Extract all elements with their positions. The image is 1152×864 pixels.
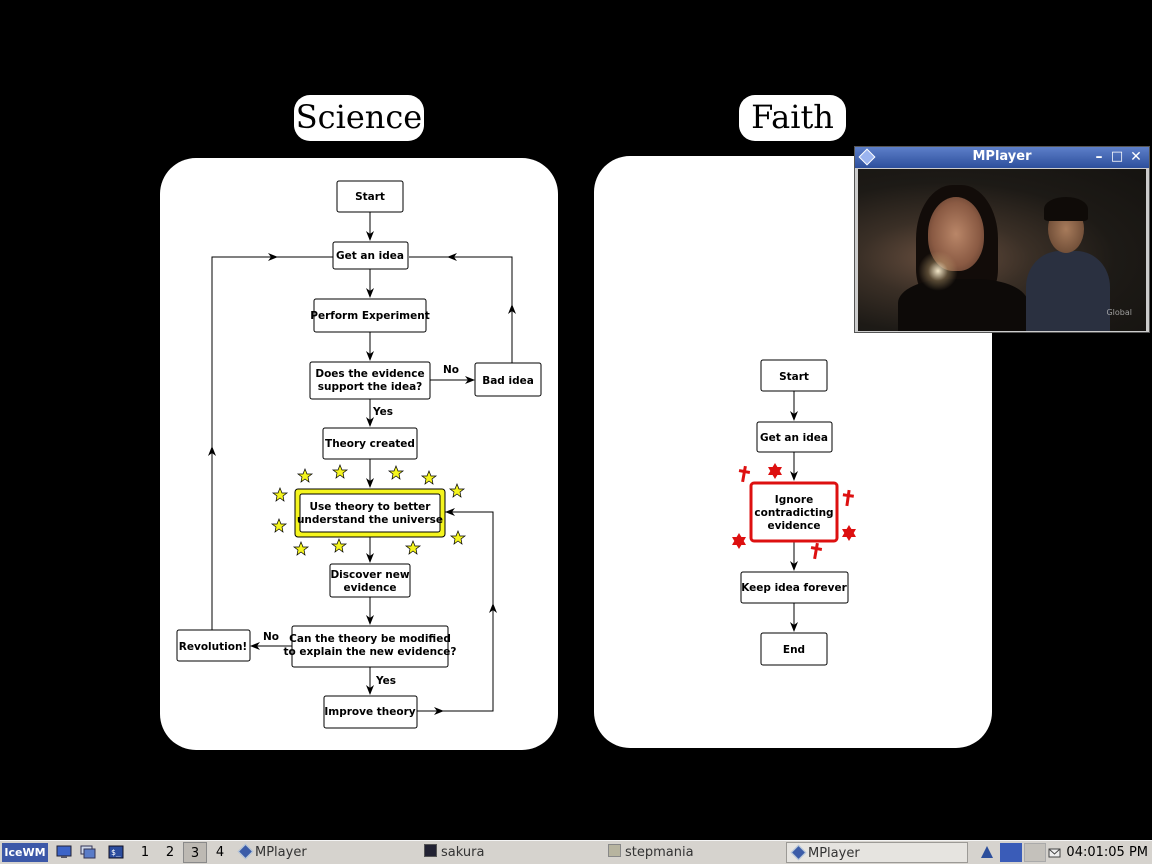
science-stars <box>270 464 467 556</box>
mplayer-icon <box>790 844 807 861</box>
faith-keep-box <box>740 571 849 604</box>
sci-theory-created-text: Theory created <box>325 438 415 450</box>
sci-discover-text-1: Discover new <box>330 569 409 581</box>
taskbar: IceWM $_ 1 2 3 4 MPlayer sakura stepmani… <box>0 840 1152 864</box>
sci-start-box <box>336 180 404 213</box>
sci-yes-label-2: Yes <box>375 675 396 687</box>
sci-no-label-1: No <box>443 364 459 376</box>
workspace-1[interactable]: 1 <box>140 845 150 860</box>
sci-yes-label-1: Yes <box>372 406 393 418</box>
star-10 <box>330 538 348 553</box>
science-title: Science <box>294 95 424 141</box>
show-desktop-icon[interactable] <box>56 845 72 859</box>
terminal-icon[interactable]: $_ <box>108 845 124 859</box>
sci-modify-box <box>291 625 449 668</box>
star-2 <box>331 464 349 479</box>
sci-discover-box <box>329 563 411 598</box>
video-area[interactable]: Global <box>858 169 1146 331</box>
faith-ignore-text-2: contradicting <box>754 507 833 519</box>
sci-support-box <box>309 361 431 400</box>
hexagram-2 <box>732 533 746 549</box>
star-3 <box>387 465 405 480</box>
sci-use-theory-text-2: understand the universe <box>297 514 443 526</box>
sci-bad-idea-text: Bad idea <box>482 375 534 387</box>
folder-icon <box>608 844 621 857</box>
star-8 <box>449 530 467 545</box>
star-4 <box>420 470 438 485</box>
sci-start-text: Start <box>355 191 385 203</box>
star-7 <box>270 518 288 533</box>
faith-ignore-text-3: evidence <box>767 520 820 532</box>
mplayer-window[interactable]: MPlayer – □ ✕ Global <box>854 146 1150 333</box>
network-icon[interactable] <box>978 843 996 862</box>
sci-theory-created-box <box>322 427 418 460</box>
cross-2 <box>842 489 855 507</box>
channel-watermark: Global <box>1106 308 1132 317</box>
sci-revolution-box <box>176 629 251 662</box>
mplayer-icon <box>237 843 254 860</box>
faith-start-box <box>760 359 828 392</box>
cpu-monitor[interactable] <box>1000 843 1022 862</box>
terminal-app-icon <box>424 844 437 857</box>
star-6 <box>448 483 466 498</box>
task-sakura[interactable]: sakura <box>418 842 598 863</box>
sci-idea-text: Get an idea <box>336 250 404 262</box>
faith-end-text: End <box>783 644 805 656</box>
mail-icon[interactable] <box>1048 843 1062 862</box>
crescent-1 <box>818 464 825 478</box>
faith-keep-text: Keep idea forever <box>741 582 847 594</box>
sci-perform-text: Perform Experiment <box>310 310 429 322</box>
science-flowchart <box>176 180 542 729</box>
faith-ignore-text-1: Ignore <box>775 494 813 506</box>
hexagram-1 <box>768 463 782 479</box>
faith-start-text: Start <box>779 371 809 383</box>
start-button[interactable]: IceWM <box>2 843 48 862</box>
mplayer-titlebar[interactable]: MPlayer – □ ✕ <box>855 147 1149 168</box>
hexagram-3 <box>842 525 856 541</box>
net-monitor[interactable] <box>1024 843 1046 862</box>
window-list-icon[interactable] <box>80 845 96 859</box>
faith-end-box <box>760 632 828 666</box>
faith-idea-text: Get an idea <box>760 432 828 444</box>
star-11 <box>404 540 422 555</box>
sci-revolution-text: Revolution! <box>179 641 247 653</box>
sci-bad-idea-box <box>474 362 542 397</box>
workspace-2[interactable]: 2 <box>165 845 175 860</box>
sci-support-text-2: support the idea? <box>318 381 423 393</box>
faith-idea-box <box>756 421 833 453</box>
cross-1 <box>738 465 751 483</box>
mplayer-title: MPlayer <box>972 149 1032 164</box>
sci-perform-box <box>313 298 427 333</box>
crescent-2 <box>735 500 742 514</box>
cross-3 <box>810 542 823 560</box>
faith-ignore-box <box>749 481 839 543</box>
sci-modify-text-1: Can the theory be modified <box>289 633 451 645</box>
sci-use-theory-text-1: Use theory to better <box>310 501 432 513</box>
faith-flowchart <box>740 359 849 666</box>
star-5 <box>271 487 289 502</box>
task-mplayer-2[interactable]: MPlayer <box>786 842 968 863</box>
task-mplayer-1[interactable]: MPlayer <box>234 842 414 863</box>
crescent-3 <box>772 546 779 560</box>
task-stepmania[interactable]: stepmania <box>602 842 782 863</box>
star-9 <box>292 541 310 556</box>
sci-improve-text: Improve theory <box>324 706 415 718</box>
sci-idea-box <box>332 241 409 270</box>
close-icon[interactable]: ✕ <box>1130 149 1142 165</box>
svg-text:$_: $_ <box>111 848 121 857</box>
maximize-icon[interactable]: □ <box>1110 149 1124 164</box>
faith-title: Faith <box>739 95 846 141</box>
faith-symbols <box>732 463 856 560</box>
workspace-3[interactable]: 3 <box>183 842 207 863</box>
workspace-4[interactable]: 4 <box>215 845 225 860</box>
sci-modify-text-2: to explain the new evidence? <box>283 646 456 658</box>
sci-support-text-1: Does the evidence <box>315 368 424 380</box>
star-1 <box>296 468 314 483</box>
sci-discover-text-2: evidence <box>343 582 396 594</box>
clock[interactable]: 04:01:05 PM <box>1066 845 1148 860</box>
sci-improve-box <box>323 695 418 729</box>
sci-no-label-2: No <box>263 631 279 643</box>
minimize-icon[interactable]: – <box>1095 149 1103 165</box>
